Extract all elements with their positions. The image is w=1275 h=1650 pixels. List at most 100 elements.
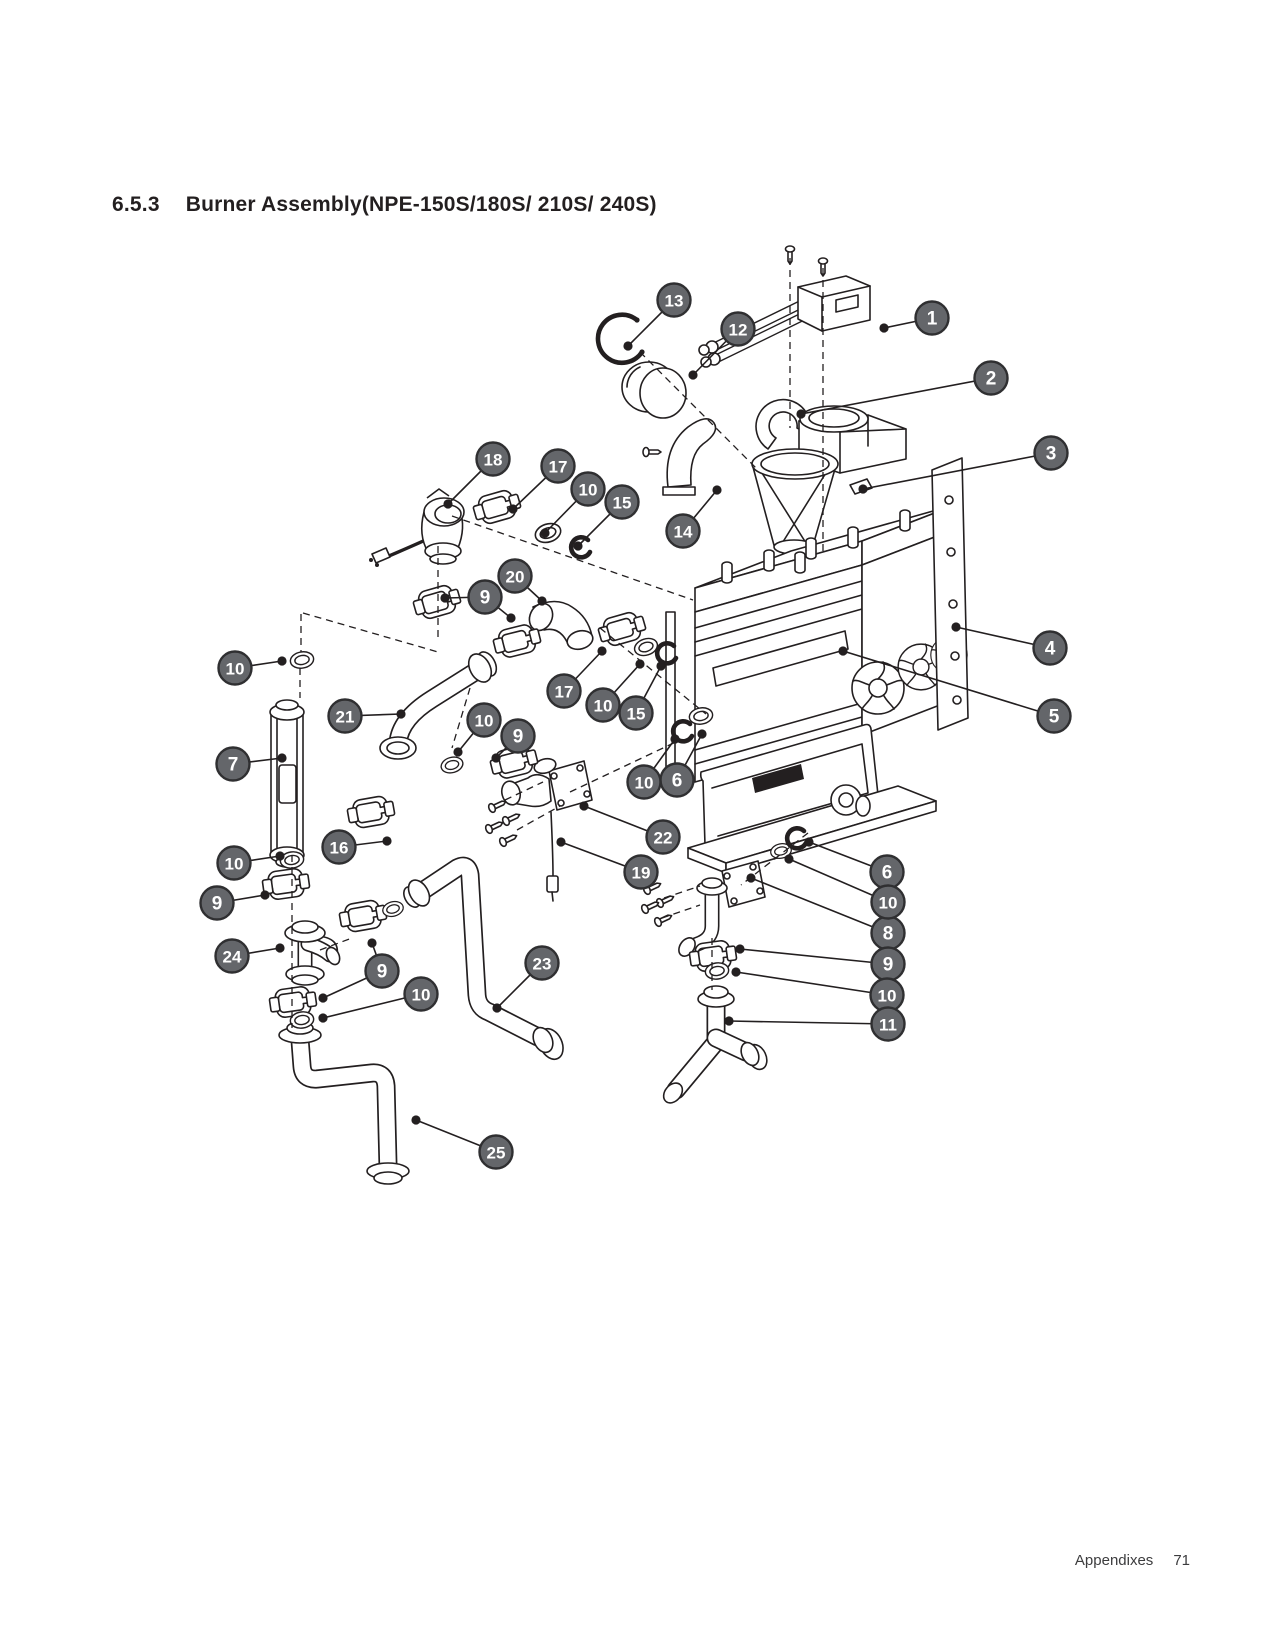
elbow-8 (639, 860, 766, 957)
callout-number: 24 (223, 948, 242, 967)
callout-number: 11 (879, 1016, 897, 1035)
pipe-23 (403, 856, 564, 1061)
pipe-clamp-16 (345, 793, 397, 831)
leader-dot (670, 734, 680, 744)
callout-number: 10 (635, 774, 654, 793)
leader-dot (275, 851, 285, 861)
o-ring-10 (288, 649, 316, 671)
callout-balloon-6: 6 (869, 854, 905, 890)
brand-plate (752, 764, 804, 793)
flow-valve-22 (483, 757, 593, 902)
pipe-25 (278, 1021, 410, 1185)
leader-dot (540, 528, 550, 538)
callout-number: 10 (225, 855, 244, 874)
callout-balloon-9: 9 (199, 885, 235, 921)
callout-number: 17 (549, 458, 568, 477)
screw-icon (483, 817, 506, 836)
pipe-21 (379, 651, 498, 760)
leader-line (750, 877, 889, 934)
leader-dot (440, 593, 450, 603)
footer-section-label: Appendixes (1074, 1552, 1154, 1569)
leader-dot (556, 837, 566, 847)
leader-dot (688, 370, 698, 380)
leader-dot (275, 943, 285, 953)
leader-dot (443, 499, 453, 509)
callout-number: 12 (729, 321, 748, 340)
leader-dot (746, 873, 756, 883)
callout-balloon-24: 24 (214, 938, 250, 974)
callout-balloon-10: 10 (869, 977, 905, 1013)
footer-page-number: 71 (1173, 1552, 1190, 1569)
callout-balloon-21: 21 (327, 698, 363, 734)
leader-dot (260, 890, 270, 900)
callout-number: 2 (986, 369, 997, 390)
callout-balloon-23: 23 (524, 945, 560, 981)
fan-wheel-icon (851, 661, 905, 715)
section-title: Burner Assembly(NPE-150S/180S/ 210S/ 240… (185, 193, 657, 216)
leader-line (842, 650, 1055, 717)
leader-dot (858, 484, 868, 494)
screw-icon (497, 830, 520, 849)
leader-dot (396, 709, 406, 719)
callout-number: 16 (330, 839, 349, 858)
leader-dot (735, 944, 745, 954)
leader-dot (506, 613, 516, 623)
venturi-12 (621, 361, 687, 419)
callout-number: 17 (555, 683, 574, 702)
callout-number: 7 (228, 755, 239, 776)
side-bracket (931, 457, 969, 731)
leader-line (800, 377, 992, 415)
callout-balloon-25: 25 (478, 1134, 514, 1170)
leader-dot (796, 409, 806, 419)
o-ring-10 (438, 754, 466, 776)
leader-dot (318, 1013, 328, 1023)
leader-dot (318, 993, 328, 1003)
leader-dot (277, 753, 287, 763)
o-ring-10 (703, 960, 731, 982)
screw-icon (654, 891, 677, 910)
gas-valve-18 (369, 488, 465, 567)
callout-balloon-10: 10 (217, 650, 253, 686)
callout-balloon-5: 5 (1036, 698, 1072, 734)
callout-number: 6 (882, 863, 893, 884)
leader-line (788, 858, 889, 903)
callout-balloon-16: 16 (321, 829, 357, 865)
callout-balloon-10: 10 (216, 845, 252, 881)
callout-balloon-10: 10 (870, 884, 906, 920)
leader-dot (784, 854, 794, 864)
leader-dot (492, 1003, 502, 1013)
callout-number: 10 (412, 986, 431, 1005)
leader-dot (951, 622, 961, 632)
callout-balloon-8: 8 (870, 915, 906, 951)
leader-dot (724, 1016, 734, 1026)
callout-number: 10 (579, 481, 598, 500)
leader-dot (537, 596, 547, 606)
flue-funnel (751, 448, 873, 555)
leader-dot (579, 801, 589, 811)
elbow-fitting-20 (528, 600, 594, 651)
pipe-clamp-9 (410, 581, 464, 623)
snap-ring-13 (595, 312, 645, 366)
callout-balloon-13: 13 (656, 282, 692, 318)
section-number: 6.5.3 (112, 193, 160, 216)
leader-dot (491, 753, 501, 763)
callout-number: 9 (480, 588, 491, 609)
leader-dot (712, 485, 722, 495)
callout-balloon-9: 9 (500, 718, 536, 754)
callout-number: 8 (883, 924, 894, 945)
sensor-wire-19 (550, 811, 554, 877)
leader-line (735, 971, 888, 996)
callout-number: 10 (594, 697, 613, 716)
callout-number: 6 (672, 771, 683, 792)
leader-dot (879, 323, 889, 333)
callout-number: 9 (513, 727, 524, 748)
screw-icon (652, 910, 675, 929)
callout-number: 19 (632, 864, 651, 883)
leader-line (862, 452, 1052, 490)
callout-number: 3 (1046, 444, 1057, 465)
callout-number: 21 (336, 708, 355, 727)
callout-number: 22 (654, 829, 673, 848)
callout-balloon-4: 4 (1032, 630, 1068, 666)
